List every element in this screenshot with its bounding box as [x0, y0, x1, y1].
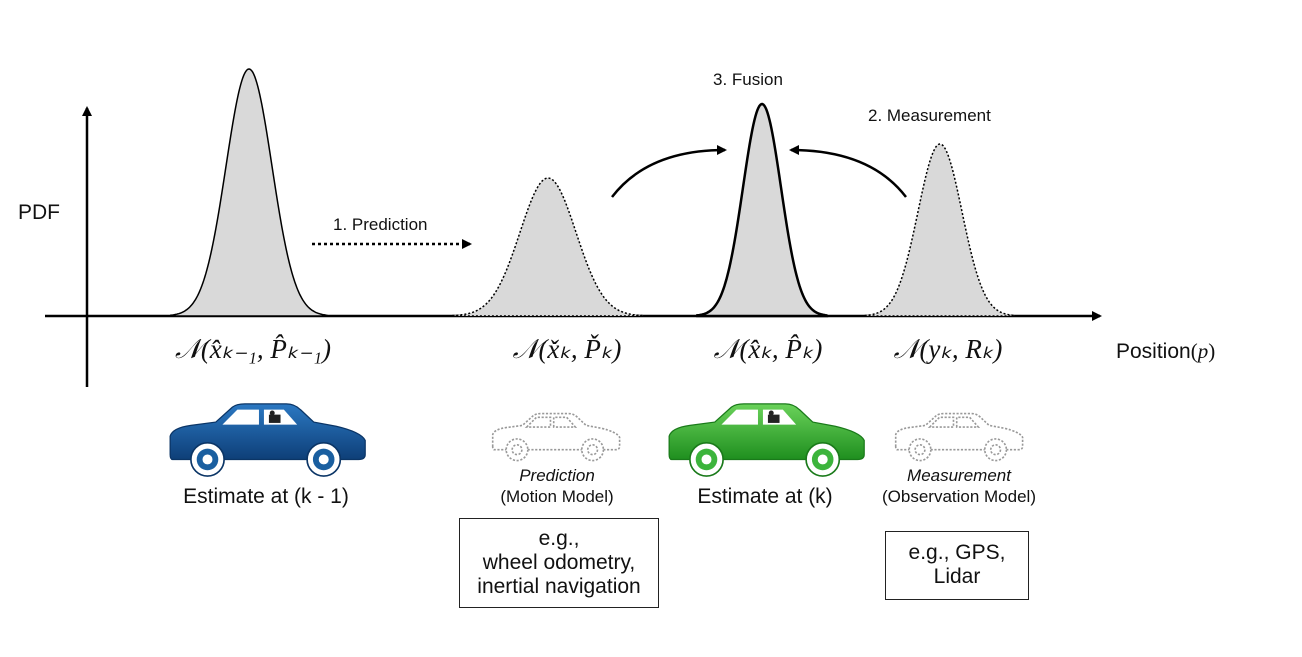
- car-icon-prediction: [491, 412, 621, 462]
- measurement-example-line: Lidar: [933, 565, 981, 588]
- prediction-examples-box: e.g., wheel odometry, inertial navigatio…: [459, 518, 659, 608]
- prediction-example-line: inertial navigation: [477, 575, 641, 598]
- gaussian-curve-prediction: [452, 177, 646, 317]
- car-icon-measurement: [894, 412, 1024, 462]
- curve-label-meas: 𝒩(yₖ, Rₖ): [894, 334, 1003, 364]
- prediction-example-line: wheel odometry,: [482, 551, 636, 574]
- car-icon-current-estimate: [668, 403, 865, 477]
- gaussian-curve-measurement: [864, 143, 1017, 317]
- fusion-arrow-left: [611, 145, 727, 198]
- measurement-step-label: 2. Measurement: [868, 106, 991, 125]
- prediction-step-label: 1. Prediction: [333, 215, 428, 234]
- measurement-examples-box: e.g., GPS, Lidar: [885, 531, 1029, 600]
- car-title-prediction: Prediction: [519, 466, 595, 485]
- car-subtitle-measurement: (Observation Model): [882, 487, 1036, 506]
- x-axis-label: Position(p): [1116, 339, 1215, 363]
- car-caption-prev: Estimate at (k - 1): [183, 485, 349, 508]
- car-title-measurement: Measurement: [907, 466, 1012, 485]
- y-axis-label: PDF: [18, 201, 60, 224]
- fusion-step-label: 3. Fusion: [713, 70, 783, 89]
- curve-label-pred: 𝒩(x̌ₖ, P̌ₖ): [513, 334, 622, 364]
- curve-label-prev: 𝒩(x̂ₖ₋₁, P̂ₖ₋₁): [175, 334, 331, 364]
- gaussian-curve-prev-estimate: [170, 68, 329, 317]
- prediction-example-line: e.g.,: [538, 527, 580, 550]
- car-icon-prev-estimate: [169, 403, 366, 477]
- gaussian-curve-fused-estimate: [696, 102, 829, 318]
- car-subtitle-prediction: (Motion Model): [500, 487, 613, 506]
- car-caption-current: Estimate at (k): [697, 485, 832, 508]
- curve-label-fused: 𝒩(x̂ₖ, P̂ₖ): [714, 334, 823, 364]
- fusion-arrow-right: [789, 145, 907, 198]
- measurement-example-line: e.g., GPS,: [908, 541, 1006, 564]
